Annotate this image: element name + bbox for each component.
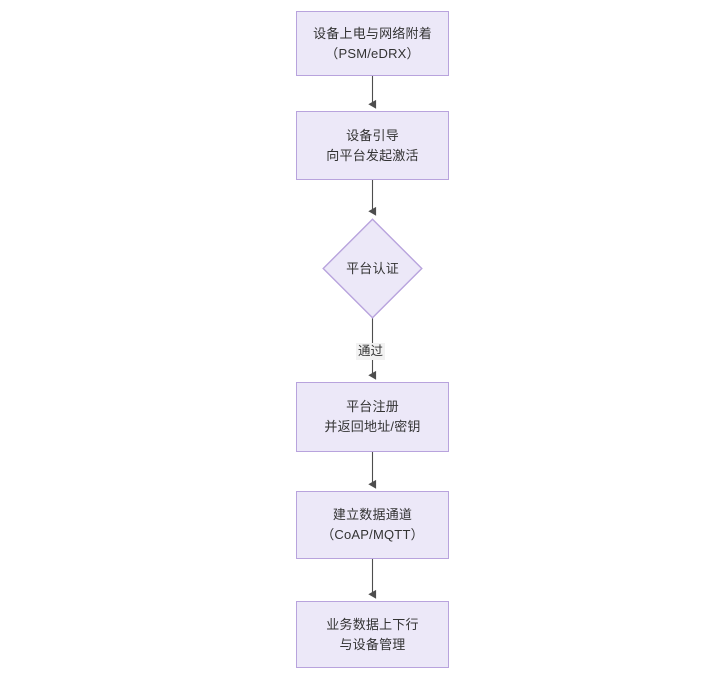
flow-node-device-power-on[interactable]: 设备上电与网络附着 （PSM/eDRX） <box>296 11 449 76</box>
edge-label-pass: 通过 <box>356 343 386 360</box>
flow-node-text-line1: 平台注册 <box>346 399 399 414</box>
flow-node-text-line1: 设备引导 <box>346 127 399 143</box>
flow-node-text-line1: 设备上电与网络附着 <box>313 25 432 41</box>
flow-node-platform-register[interactable]: 平台注册 并返回地址/密钥 <box>296 382 449 452</box>
flow-node-text-line2: 并返回地址/密钥 <box>324 419 421 434</box>
flow-node-text-line2: 与设备管理 <box>339 636 406 652</box>
flow-node-text-line2: 向平台发起激活 <box>326 147 419 163</box>
flow-node-device-bootstrap[interactable]: 设备引导 向平台发起激活 <box>296 111 449 180</box>
flow-node-text-line1: 建立数据通道 <box>332 507 413 522</box>
flow-node-text-line1: 业务数据上下行 <box>326 616 419 632</box>
flow-node-data-channel[interactable]: 建立数据通道 （CoAP/MQTT） <box>296 491 449 559</box>
flow-node-text-line1: 平台认证 <box>346 260 399 276</box>
flow-node-platform-auth[interactable]: 平台认证 <box>322 218 423 319</box>
flow-node-business-data[interactable]: 业务数据上下行 与设备管理 <box>296 601 449 668</box>
diamond-shape-icon <box>322 218 423 319</box>
flow-node-text-line2: （PSM/eDRX） <box>325 45 420 61</box>
flow-node-text-line2: （CoAP/MQTT） <box>321 527 424 542</box>
